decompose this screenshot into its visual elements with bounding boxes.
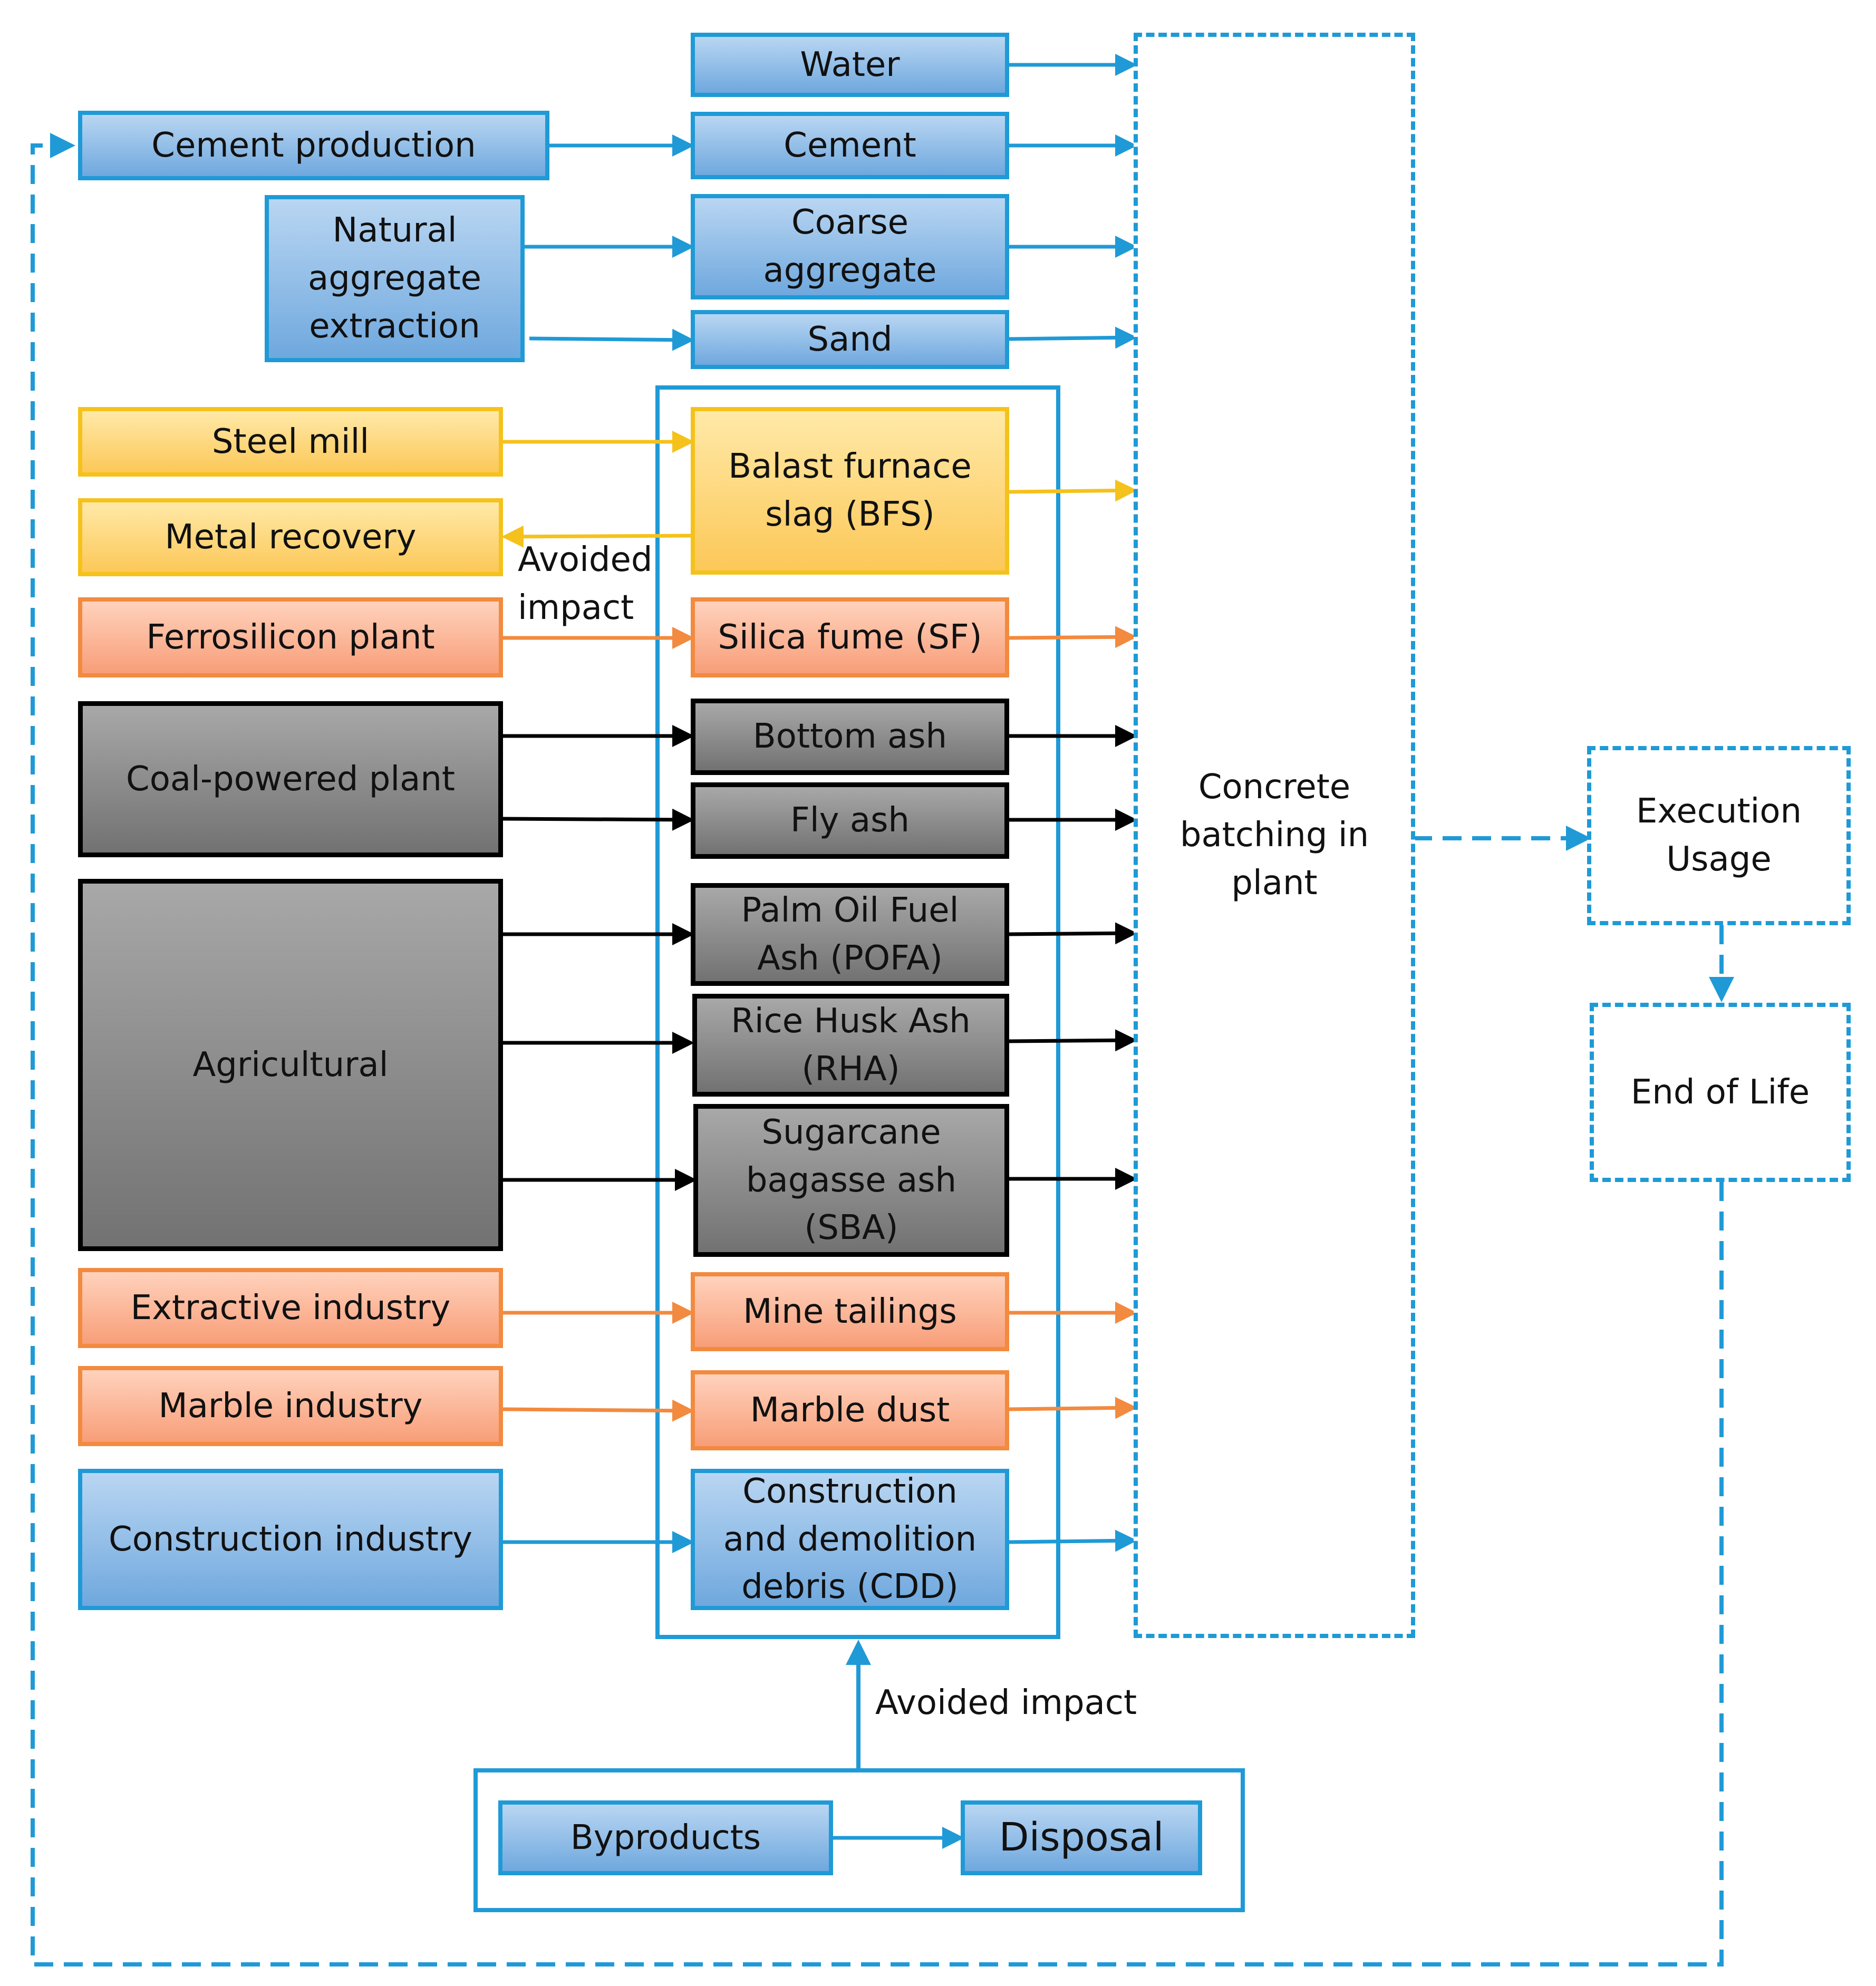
steel-mill-box: Steel mill bbox=[78, 407, 503, 477]
water-box: Water bbox=[691, 33, 1009, 97]
rha-box: Rice Husk Ash (RHA) bbox=[692, 994, 1009, 1097]
bfs-box: Balast furnace slag (BFS) bbox=[691, 407, 1009, 575]
end-of-life-box: End of Life bbox=[1590, 1003, 1851, 1182]
arrow-rha-to-plant bbox=[1009, 1029, 1137, 1052]
marble-dust-box: Marble dust bbox=[691, 1370, 1009, 1450]
avoided-impact-label-disposal: Avoided impact bbox=[875, 1683, 1137, 1722]
arrow-marble-dust-to-plant bbox=[1009, 1397, 1137, 1419]
arrow-bfs-to-metal-recovery bbox=[501, 525, 691, 548]
arrow-bfs-to-plant bbox=[1009, 479, 1137, 502]
cdd-box: Construction and demolition debris (CDD) bbox=[691, 1469, 1009, 1610]
agricultural-box: Agricultural bbox=[78, 879, 503, 1251]
arrow-marble-industry-to-dust bbox=[502, 1399, 694, 1422]
cement-box: Cement bbox=[691, 112, 1009, 179]
arrow-cdd-to-plant bbox=[1009, 1529, 1137, 1552]
cement-production-box: Cement production bbox=[78, 111, 549, 180]
sand-box: Sand bbox=[691, 310, 1009, 369]
arrow-pofa-to-plant bbox=[1009, 922, 1137, 945]
execution-usage-box: Execution Usage bbox=[1587, 746, 1851, 925]
avoided-impact-label-metal: Avoided impact bbox=[518, 540, 653, 627]
mine-tailings-box: Mine tailings bbox=[691, 1272, 1009, 1351]
arrow-coal-to-fly-ash bbox=[502, 808, 694, 831]
marble-industry-box: Marble industry bbox=[78, 1366, 503, 1446]
metal-recovery-box: Metal recovery bbox=[78, 498, 503, 576]
natural-aggregate-extraction-box: Natural aggregate extraction bbox=[265, 195, 525, 362]
byproduct-group-frame bbox=[655, 385, 1060, 1639]
silica-fume-box: Silica fume (SF) bbox=[691, 597, 1009, 677]
byproducts-box: Byproducts bbox=[498, 1800, 833, 1875]
coarse-aggregate-box: Coarse aggregate bbox=[691, 194, 1009, 299]
arrow-sand-to-plant bbox=[1009, 326, 1137, 349]
arrow-aggregate-to-sand bbox=[529, 328, 694, 351]
extractive-industry-box: Extractive industry bbox=[78, 1268, 503, 1348]
pofa-box: Palm Oil Fuel Ash (POFA) bbox=[691, 883, 1009, 986]
construction-industry-box: Construction industry bbox=[78, 1469, 503, 1610]
bottom-ash-box: Bottom ash bbox=[691, 699, 1009, 775]
sba-box: Sugarcane bagasse ash (SBA) bbox=[693, 1104, 1009, 1257]
concrete-batching-plant-box: Concrete batching in plant bbox=[1134, 33, 1415, 1638]
coal-powered-plant-box: Coal-powered plant bbox=[78, 701, 503, 857]
fly-ash-box: Fly ash bbox=[691, 782, 1009, 859]
ferrosilicon-plant-box: Ferrosilicon plant bbox=[78, 597, 503, 677]
arrow-sf-to-plant bbox=[1009, 626, 1137, 648]
disposal-box: Disposal bbox=[961, 1800, 1202, 1875]
